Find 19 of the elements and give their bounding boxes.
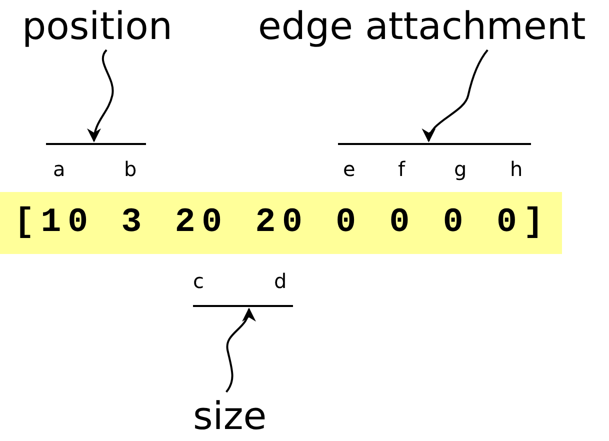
bracket-line (193, 305, 293, 307)
field-letter: e (343, 158, 356, 180)
field-letter: b (124, 158, 137, 180)
curved-arrow (226, 308, 255, 393)
field-letter: a (53, 158, 66, 180)
highlight-band (0, 192, 562, 254)
bracket-line (46, 143, 146, 145)
field-letter: g (454, 158, 467, 180)
field-letter: f (398, 158, 406, 180)
curved-arrow (424, 49, 488, 142)
callout-text: edge attachment (258, 4, 586, 48)
callout-text: position (22, 4, 173, 48)
curved-arrow (88, 49, 114, 142)
vector-text: [10 3 20 20 0 0 0 0] (14, 204, 550, 242)
bracket-line (338, 143, 531, 145)
field-letter: d (274, 270, 287, 292)
field-letter: h (510, 158, 523, 180)
callout-text: size (193, 394, 267, 438)
field-letter: c (193, 270, 204, 292)
